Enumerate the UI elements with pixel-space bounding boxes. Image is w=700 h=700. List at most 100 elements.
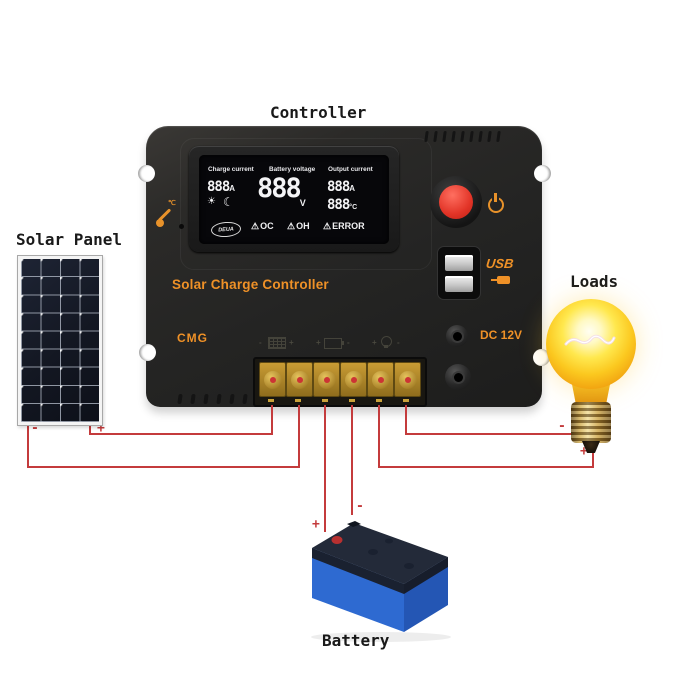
lcd-output-current-label: Output current: [328, 166, 373, 173]
warning-icon: ⚠: [287, 221, 296, 231]
battery: [311, 521, 451, 642]
lcd-voltage-readout: 888V: [257, 173, 306, 208]
mount-notch-left-top: [138, 165, 155, 182]
warning-icon: ⚠: [251, 221, 260, 231]
wire-endpoint-dot: [296, 376, 303, 383]
solar-panel-etch-icon: [268, 337, 286, 349]
battery-etch-icon: [324, 338, 344, 349]
solar-plus-label: +: [97, 421, 105, 436]
loads-label: Loads: [570, 272, 619, 291]
battery-etch-plus: +: [316, 338, 321, 347]
usb-slot-bottom: [445, 275, 473, 292]
wire-segment-load-minus: [405, 433, 571, 435]
terminal-battery-minus[interactable]: [340, 362, 367, 397]
solar-panel-label: Solar Panel: [16, 230, 122, 249]
terminal-tick: [322, 399, 328, 402]
wire-segment-load-plus: [378, 405, 380, 468]
mount-notch-right-top: [534, 165, 551, 182]
dc-12v-label: DC 12V: [480, 328, 523, 342]
load-etch-minus: -: [397, 338, 400, 347]
lcd-temp-readout: 888°C: [327, 197, 358, 213]
wire-segment-load-plus: [378, 466, 594, 468]
lcd-warning-oc: ⚠OC: [251, 221, 274, 231]
sensor-jack-hole: [179, 224, 184, 229]
terminal-load-plus[interactable]: [367, 362, 394, 397]
dc-jack-bottom[interactable]: [445, 364, 471, 390]
wire-segment-solar-minus: [27, 466, 300, 468]
terminal-tick: [349, 399, 355, 402]
wire-segment-battery-plus: [324, 405, 326, 532]
terminal-solar-minus[interactable]: [286, 362, 313, 397]
terminal-tick: [376, 399, 382, 402]
light-bulb: [546, 299, 636, 389]
lcd-battery-voltage-label: Battery voltage: [269, 166, 316, 173]
wire-segment-solar-minus: [27, 422, 29, 468]
usb-port[interactable]: [437, 246, 481, 300]
terminal-screw: [263, 370, 282, 389]
terminal-block: [253, 357, 427, 407]
wire-segment-solar-plus: [89, 422, 91, 435]
product-title: Solar Charge Controller: [172, 277, 329, 292]
temp-sensor-icon: [156, 219, 164, 227]
wire-segment-solar-plus: [89, 433, 273, 435]
solar-minus-label: -: [31, 421, 39, 436]
terminal-screw: [371, 370, 390, 389]
battery-plus-label: +: [312, 517, 320, 532]
wire-endpoint-dot: [269, 376, 276, 383]
bulb-screw-base: [571, 402, 611, 443]
moon-icon: ☾: [223, 195, 234, 209]
dc-jack-hole: [452, 331, 462, 341]
temp-degree-icon: ℃: [168, 200, 176, 207]
battery-etch-minus: -: [347, 338, 350, 347]
dc-jack-top[interactable]: [446, 325, 468, 347]
wire-segment-load-minus: [405, 405, 407, 435]
battery-label: Battery: [322, 631, 389, 650]
sun-icon: ☀: [207, 196, 216, 207]
battery-terminal-negative: [347, 521, 361, 527]
solar-etch-plus: +: [289, 338, 294, 347]
power-button[interactable]: [439, 185, 473, 219]
wire-segment-solar-minus: [298, 405, 300, 468]
solar-panel: [17, 255, 103, 426]
lcd-charge-readout: 888A: [207, 179, 236, 195]
usb-label: USB: [485, 256, 515, 271]
terminal-screw: [398, 370, 417, 389]
solar-etch-minus: -: [259, 338, 262, 347]
terminal-tick: [295, 399, 301, 402]
brand-logo-text: CMG: [177, 331, 208, 345]
battery-terminal-positive: [331, 536, 343, 544]
wire-endpoint-dot: [350, 376, 357, 383]
load-plus-label: +: [580, 444, 588, 459]
lcd-warning-oh: ⚠OH: [287, 221, 310, 231]
wire-endpoint-dot: [323, 376, 330, 383]
terminal-load-minus[interactable]: [394, 362, 421, 397]
wire-segment-solar-plus: [271, 405, 273, 435]
terminal-battery-plus[interactable]: [313, 362, 340, 397]
lcd-warning-error: ⚠ERROR: [323, 221, 365, 231]
controller-label: Controller: [270, 103, 367, 122]
usb-slot-top: [445, 254, 473, 271]
wire-segment-load-plus: [592, 452, 594, 468]
mount-notch-right-bottom: [533, 349, 550, 366]
dc-jack-hole: [453, 372, 463, 382]
terminal-solar-plus[interactable]: [259, 362, 286, 397]
solar-panel-cells: [21, 259, 99, 422]
terminal-tick: [268, 399, 274, 402]
lcd-output-readout: 888A: [327, 179, 356, 195]
battery-minus-label: -: [356, 499, 364, 514]
wire-endpoint-dot: [377, 376, 384, 383]
terminal-screw: [290, 370, 309, 389]
wire-endpoint-dot: [404, 376, 411, 383]
load-bulb-etch-icon: [381, 336, 392, 348]
terminal-screw: [317, 370, 336, 389]
terminal-screw: [344, 370, 363, 389]
terminal-tick: [403, 399, 409, 402]
lcd-charge-current-label: Charge current: [208, 166, 254, 173]
usb-plug-icon: [491, 276, 510, 284]
wire-segment-battery-minus: [351, 405, 353, 515]
load-etch-plus: +: [372, 338, 377, 347]
mount-notch-left-bottom: [139, 344, 156, 361]
lcd-display: Charge current Battery voltage Output cu…: [199, 155, 389, 244]
power-icon: [494, 193, 497, 202]
